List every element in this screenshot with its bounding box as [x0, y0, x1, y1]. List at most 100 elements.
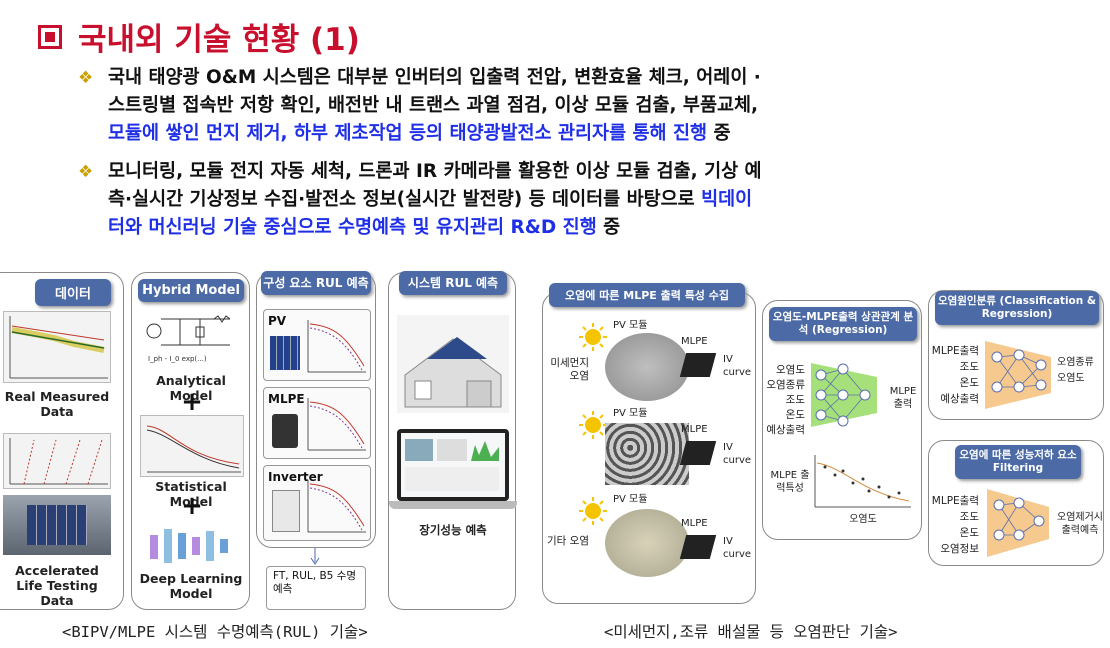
bullet-2-line-2: 측·실시간 기상정보 수집·발전소 정보(실시간 발전량) 등 데이터를 바탕으… — [108, 189, 753, 210]
bullet-2-line-3: 터와 머신러닝 기술 중심으로 수명예측 및 유지관리 R&D 진행 중 — [108, 217, 621, 238]
bird-dropping-module-icon — [605, 423, 689, 485]
house-illustration — [397, 315, 509, 413]
mlpe-device-icon — [272, 414, 298, 448]
iv-curve-label: IV curve — [723, 354, 752, 378]
plot-xlabel: 오염도 — [849, 514, 877, 525]
house-icon — [404, 337, 502, 408]
mlpe-label: MLPE — [681, 518, 708, 529]
life-test-plot — [3, 433, 111, 489]
rul-output-box: FT, RUL, B5 수명예측 — [266, 566, 366, 610]
measured-data-plot — [3, 311, 111, 383]
inverter-device-icon — [272, 490, 300, 532]
dashboard-chart-icon — [405, 439, 499, 491]
mlpe-device-icon — [679, 353, 717, 377]
component-rul-header: 구성 요소 RUL 예측 — [261, 271, 371, 295]
scatter-plot-icon — [814, 455, 911, 508]
inverter-rul-chart — [307, 480, 366, 533]
plus-icon: + — [181, 491, 203, 521]
svg-text:I_ph - I_0 exp(...): I_ph - I_0 exp(...) — [148, 355, 207, 363]
statistical-chart-icon — [146, 425, 241, 473]
left-diagram-caption: <BIPV/MLPE 시스템 수명예측(RUL) 기술> — [62, 623, 368, 641]
mlpe-rul-chart — [307, 398, 366, 451]
pv-rul-chart — [307, 320, 366, 373]
mlpe-component: MLPE — [263, 387, 371, 459]
regression-inputs: 오염도 오염종류 조도 온도 예상출력 — [766, 364, 805, 436]
mlpe-label: MLPE — [681, 424, 708, 435]
laptop-base — [389, 501, 517, 509]
mlpe-output-label: MLPE 출력 — [889, 386, 917, 410]
accelerated-life-label: Accelerated Life Testing Data — [15, 563, 99, 608]
iv-curve-label: IV curve — [723, 442, 752, 466]
fine-dust-label: 미세먼지 오염 — [550, 357, 589, 382]
diamond-bullet-icon: ❖ — [78, 162, 94, 182]
pollution-row-2: PV 모듈 MLPE IV curve — [543, 407, 757, 497]
classification-header: 오염원인분류 (Classification & Regression) — [935, 291, 1099, 325]
classification-outputs: 오염종류 오염도 — [1057, 357, 1094, 384]
down-arrow-icon — [310, 548, 320, 565]
dust-module-icon — [605, 333, 689, 401]
pv-module-label: PV 모듈 — [613, 320, 648, 331]
square-bullet-icon — [38, 24, 62, 49]
classification-network-icon — [985, 341, 1051, 409]
mlpe-collection-header: 오염에 따른 MLPE 출력 특성 수집 — [549, 283, 745, 307]
component-rul-column: 구성 요소 RUL 예측 PV MLPE Inverter — [256, 271, 376, 548]
diamond-bullet-icon: ❖ — [78, 68, 94, 88]
filtering-network-icon — [987, 489, 1049, 557]
filtering-inputs: MLPE출력 조도 온도 오염정보 — [931, 495, 979, 555]
sun-icon — [579, 323, 607, 351]
bullet-1-line-1: 국내 태양광 O&M 시스템은 대부분 인버터의 입출력 전압, 변환효율 체크… — [108, 67, 761, 88]
pollution-row-1: PV 모듈 미세먼지 오염 MLPE IV curve — [543, 319, 757, 409]
neural-net-icon — [150, 529, 228, 563]
regression-panel: 오염도-MLPE출력 상관관계 분석 (Regression) 오염도 오염종류… — [762, 300, 922, 540]
real-measured-label: Real Measured Data — [4, 389, 110, 419]
other-pollution-module-icon — [605, 509, 689, 577]
bullet-1-line-2: 스트링별 접속반 저항 확인, 배전반 내 트랜스 과열 점검, 이상 모듈 검… — [108, 95, 759, 116]
data-column: 데이터 Real Measured Data Accelerated Life … — [0, 272, 124, 610]
solar-panel-icon — [27, 505, 87, 545]
circuit-icon: I_ph - I_0 exp(...) — [146, 315, 231, 363]
plot-ylabel: MLPE 출력특성 — [770, 470, 810, 494]
sun-icon — [579, 497, 607, 525]
mlpe-label: MLPE — [268, 392, 305, 406]
regression-network-icon — [811, 363, 877, 427]
pv-label: PV — [268, 314, 287, 328]
bullet-1-line-3: 모듈에 쌓인 먼지 제거, 하부 제초작업 등의 태양광발전소 관리자를 통해 … — [108, 123, 731, 144]
deep-learning-label: Deep Learning Model — [139, 571, 243, 601]
inverter-label: Inverter — [268, 470, 323, 484]
circuit-diagram: I_ph - I_0 exp(...) — [140, 305, 242, 365]
pv-panel-icon — [270, 336, 300, 370]
system-rul-header: 시스템 RUL 예측 — [399, 271, 507, 295]
hybrid-model-header: Hybrid Model — [138, 279, 244, 302]
monitor-display — [397, 429, 509, 501]
filtering-output: 오염제거시 출력예측 — [1057, 512, 1103, 536]
filtering-panel: 오염에 따른 성능저하 요소 Filtering MLPE출력 조도 온도 오염… — [928, 440, 1104, 566]
filtering-header: 오염에 따른 성능저하 요소 Filtering — [955, 445, 1081, 479]
iv-curve-label: IV curve — [723, 536, 752, 560]
other-pollution-label: 기타 오염 — [547, 535, 589, 547]
mlpe-device-icon — [679, 535, 717, 559]
plus-icon: + — [181, 387, 203, 417]
deep-learning-diagram — [146, 523, 238, 569]
measured-data-chart-icon — [9, 316, 108, 379]
hybrid-model-column: Hybrid Model I_ph - I_0 exp(...) Analyti… — [131, 272, 250, 610]
classification-panel: 오염원인분류 (Classification & Regression) MLP… — [928, 290, 1104, 420]
statistical-plot — [140, 415, 244, 477]
pv-module-label: PV 모듈 — [613, 408, 648, 419]
test-chamber-photo — [3, 495, 111, 555]
regression-header: 오염도-MLPE출력 상관관계 분석 (Regression) — [769, 307, 917, 341]
page-title: 국내외 기술 현황 (1) — [38, 14, 360, 59]
data-header: 데이터 — [35, 279, 111, 306]
mlpe-label: MLPE — [681, 336, 708, 347]
bullet-2: ❖ 모니터링, 모듈 전지 자동 세척, 드론과 IR 카메라를 활용한 이상 … — [78, 158, 1098, 242]
test-chart-icon — [9, 438, 108, 485]
mlpe-device-icon — [679, 441, 717, 465]
classification-inputs: MLPE출력 조도 온도 예상출력 — [931, 345, 979, 405]
mlpe-collection-panel: 오염에 따른 MLPE 출력 특성 수집 PV 모듈 미세먼지 오염 MLPE … — [542, 283, 757, 604]
long-term-performance-label: 장기성능 예측 — [419, 523, 487, 537]
system-rul-column: 시스템 RUL 예측 장기성능 예측 — [388, 271, 517, 610]
pv-component: PV — [263, 309, 371, 381]
sun-icon — [579, 411, 607, 439]
right-diagram-caption: <미세먼지,조류 배설물 등 오염판단 기술> — [604, 623, 898, 641]
pv-module-label: PV 모듈 — [613, 494, 648, 505]
pollution-row-3: PV 모듈 기타 오염 MLPE IV curve — [543, 493, 757, 593]
